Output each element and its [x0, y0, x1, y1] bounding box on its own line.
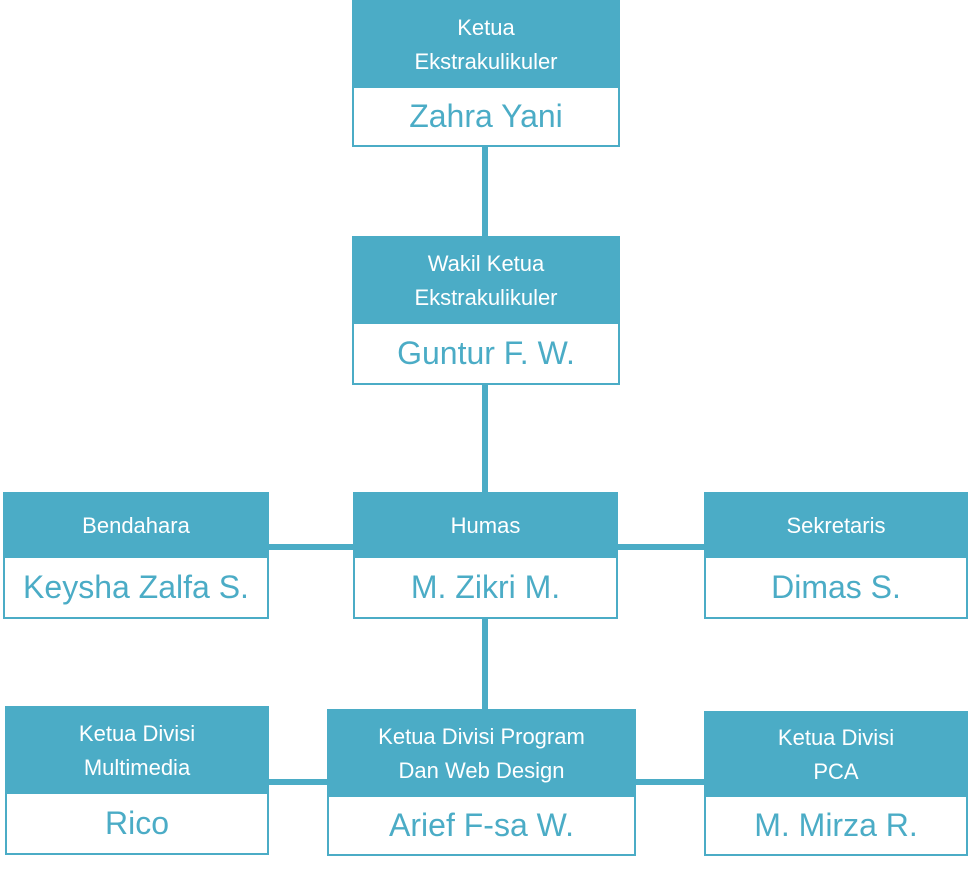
node-ketua-divisi-multimedia: Ketua Divisi Multimedia Rico: [5, 706, 269, 855]
node-wakil-ketua: Wakil Ketua Ekstrakulikuler Guntur F. W.: [352, 236, 620, 385]
connector-multimedia-program: [267, 779, 329, 785]
node-role: Humas: [355, 494, 616, 558]
node-role: Ketua Divisi Multimedia: [7, 708, 267, 794]
node-name: Keysha Zalfa S.: [23, 569, 249, 605]
node-name: Zahra Yani: [409, 98, 563, 134]
node-sekretaris: Sekretaris Dimas S.: [704, 492, 968, 619]
node-ketua-divisi-pca: Ketua Divisi PCA M. Mirza R.: [704, 711, 968, 856]
node-name: M. Mirza R.: [754, 807, 918, 843]
node-role: Sekretaris: [706, 494, 966, 558]
connector-bendahara-humas: [267, 544, 355, 550]
node-humas: Humas M. Zikri M.: [353, 492, 618, 619]
node-name: Arief F-sa W.: [389, 807, 574, 843]
node-name: Dimas S.: [771, 569, 901, 605]
connector-humas-program: [482, 617, 488, 710]
node-role: Ketua Divisi PCA: [706, 713, 966, 797]
node-name: Guntur F. W.: [397, 335, 575, 371]
node-role: Ketua Ekstrakulikuler: [354, 2, 618, 88]
node-ketua-divisi-program: Ketua Divisi Program Dan Web Design Arie…: [327, 709, 636, 856]
connector-program-pca: [634, 779, 706, 785]
node-bendahara: Bendahara Keysha Zalfa S.: [3, 492, 269, 619]
node-name: Rico: [104, 805, 169, 841]
connector-humas-sekretaris: [616, 544, 706, 550]
node-role: Ketua Divisi Program Dan Web Design: [329, 711, 634, 797]
node-ketua: Ketua Ekstrakulikuler Zahra Yani: [352, 0, 620, 147]
connector-ketua-wakil: [482, 145, 488, 237]
node-name: M. Zikri M.: [410, 569, 561, 605]
node-role: Wakil Ketua Ekstrakulikuler: [354, 238, 618, 324]
connector-wakil-humas: [482, 383, 488, 493]
node-role: Bendahara: [5, 494, 267, 558]
